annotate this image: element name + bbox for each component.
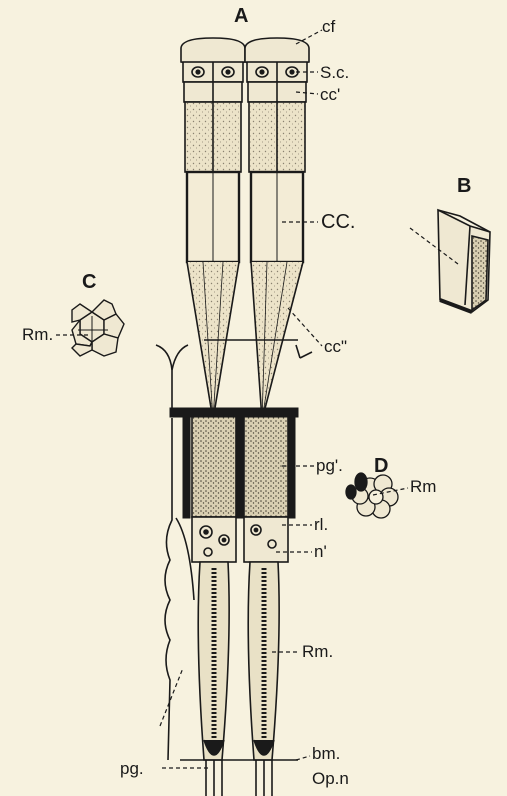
ommatidium-left bbox=[181, 38, 245, 760]
label-pg: pg. bbox=[120, 760, 144, 777]
panel-b-cone bbox=[438, 210, 490, 312]
label-op-n: Op.n bbox=[312, 770, 349, 787]
label-n-prime: n' bbox=[314, 543, 327, 560]
panel-label-d: D bbox=[374, 456, 388, 476]
label-rl: rl. bbox=[314, 516, 328, 533]
label-pg-prime: pg'. bbox=[316, 457, 343, 474]
label-cc-double-prime: cc" bbox=[324, 338, 347, 355]
ommatidium-right bbox=[244, 38, 309, 760]
label-rm-panel-a: Rm. bbox=[302, 643, 333, 660]
panel-label-b: B bbox=[457, 176, 471, 196]
label-rm-panel-d: Rm bbox=[410, 478, 436, 495]
label-cc-prime: cc' bbox=[320, 86, 340, 103]
label-bm: bm. bbox=[312, 745, 340, 762]
panel-label-c: C bbox=[82, 272, 96, 292]
panel-d-section bbox=[346, 473, 398, 518]
label-cf: cf bbox=[322, 18, 335, 35]
panel-label-a: A bbox=[234, 6, 248, 26]
label-crystalline-cone: CC. bbox=[321, 212, 355, 232]
panel-c-section bbox=[72, 300, 124, 356]
label-rm-panel-c: Rm. bbox=[22, 326, 53, 343]
label-sc: S.c. bbox=[320, 64, 349, 81]
